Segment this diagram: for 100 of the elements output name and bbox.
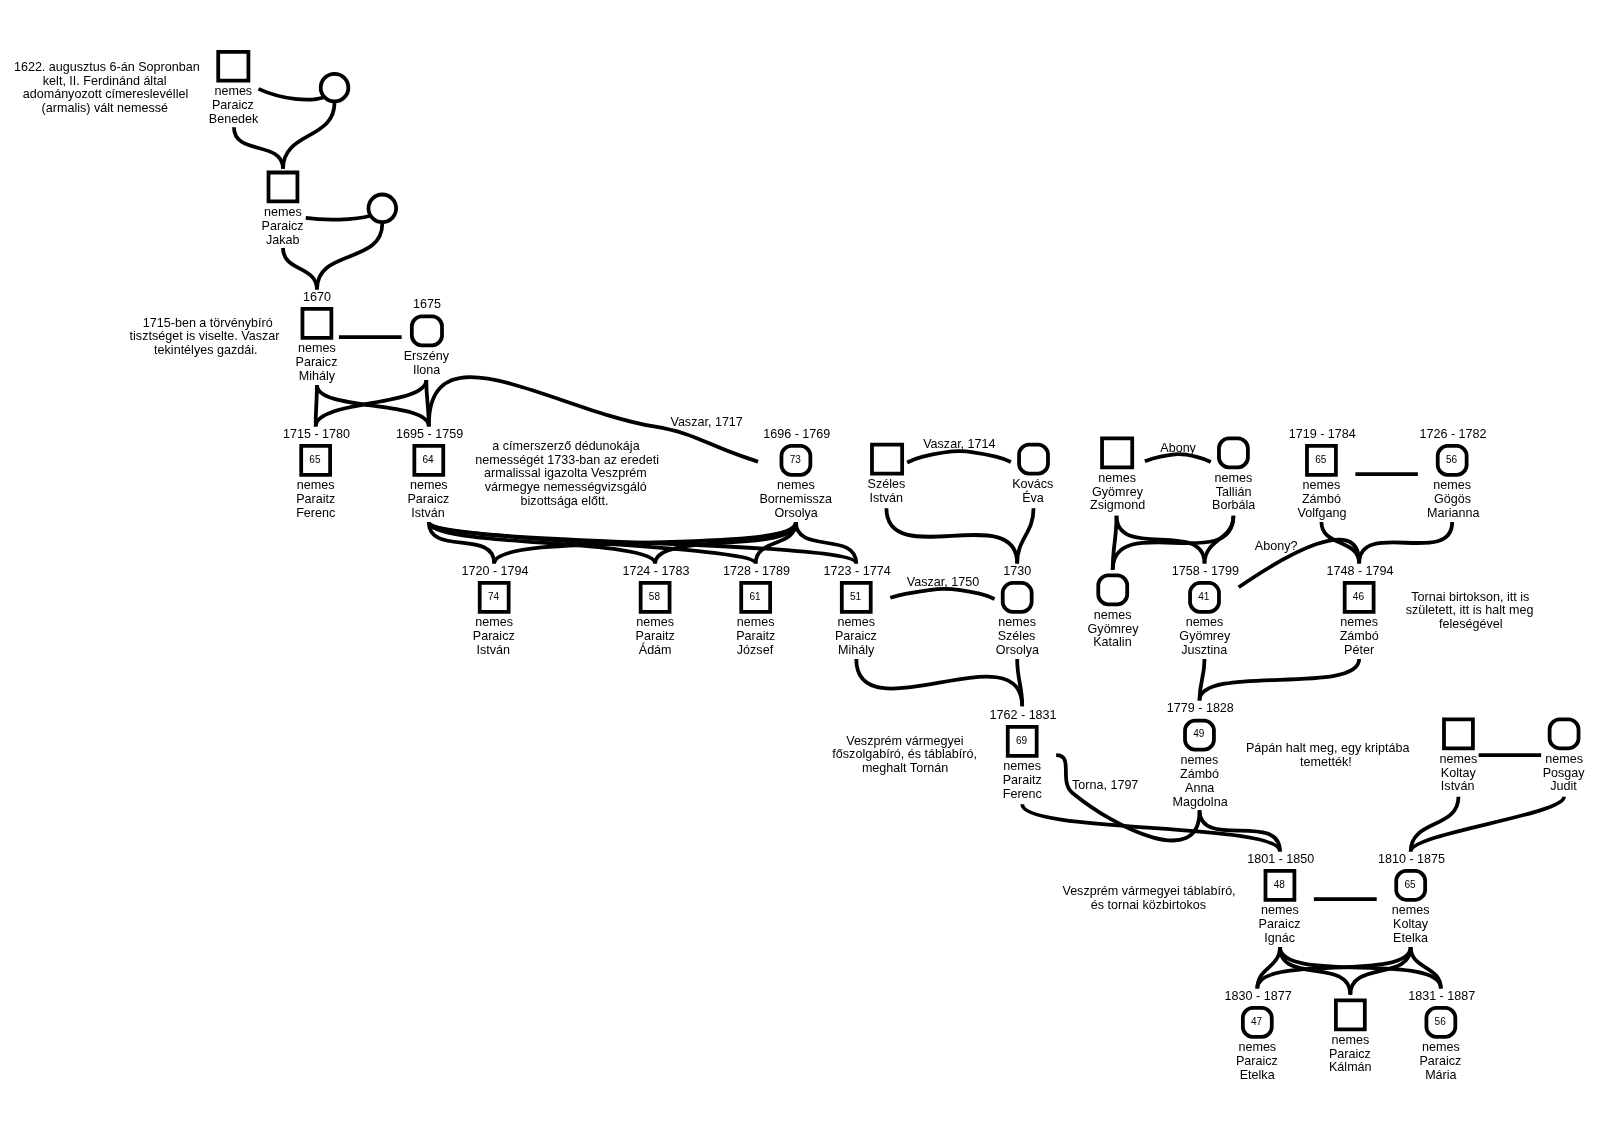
node-label: nemes Paraicz István <box>472 614 515 657</box>
edge-label: Vaszar, 1714 <box>923 436 996 451</box>
node-label: Tornai birtokson, itt is született, itt is halt meg feleségével <box>1405 589 1534 631</box>
node-label: nemes Tallián Borbála <box>1212 470 1256 512</box>
node-label: nemes Paraitz Ádám <box>635 614 675 657</box>
connector <box>281 102 337 169</box>
node-label: nemes Paraitz Ferenc <box>296 477 336 520</box>
node-label: 1726 - 1782 <box>1419 426 1487 441</box>
node-box <box>1100 436 1135 469</box>
node-label: 1719 - 1784 <box>1288 426 1356 441</box>
node-label: 1762 - 1831 <box>989 707 1057 722</box>
connector <box>338 334 402 339</box>
node-label: nemes Paraicz Mihály <box>295 340 338 383</box>
node-label: Erszény Ilona <box>403 348 450 377</box>
node-box <box>216 49 251 83</box>
connector <box>884 507 1020 564</box>
node-box-text: 61 <box>739 580 773 614</box>
node-label: 1728 - 1789 <box>723 563 791 578</box>
edge-label: Abony <box>1160 440 1196 455</box>
node-box <box>266 170 300 203</box>
connector <box>305 213 371 221</box>
connector <box>1015 658 1025 706</box>
node-label: nemes Koltay István <box>1439 751 1478 793</box>
connector <box>1114 514 1207 564</box>
node-label: nemes Zámbó Péter <box>1339 614 1379 657</box>
connector <box>1015 507 1036 564</box>
connector <box>1355 471 1418 476</box>
node-label: Veszprém vármegyei főszolgabíró, és táblabíró, meghalt Tornán <box>832 733 977 775</box>
node-label: nemes Koltay Etelka <box>1391 902 1430 945</box>
connector <box>426 375 759 463</box>
edge-label: Vaszar, 1750 <box>906 574 980 589</box>
node-label: nemes Paraicz Mihály <box>834 614 877 657</box>
node-label: 1730 <box>1003 563 1032 578</box>
connector <box>1020 802 1282 853</box>
node-box-text: 46 <box>1342 580 1376 614</box>
node-label: nemes Paraitz Ferenc <box>1002 758 1042 801</box>
node-box-text: 74 <box>477 580 511 614</box>
connector <box>1202 515 1236 564</box>
node-label: nemes Paraicz Mária <box>1419 1039 1462 1082</box>
node-label: nemes Gyömrey Katalin <box>1087 607 1139 649</box>
node-box: 51 <box>839 580 873 614</box>
node-label: 1622. augusztus 6-án Sopronban kelt, II. Ferdinánd által adományozott címereslevéllel (armalis) vált nemessé <box>13 59 200 115</box>
node-label: nemes Zámbó Anna Magdolna <box>1172 752 1228 808</box>
node-label: nemes Paraitz József <box>736 614 776 657</box>
connector <box>1313 896 1377 901</box>
connector <box>854 658 1025 707</box>
node-circle <box>318 71 351 103</box>
node-label: 1715 - 1780 <box>282 426 351 441</box>
node-label: nemes Gyömrey Zsigmond <box>1090 470 1146 512</box>
node-label: Veszprém vármegyei táblabíró, és tornai közbirtokos <box>1062 883 1236 912</box>
node-label: a címerszerző dédunokája nemességét 1733-ban az eredeti armalissal igazolta Veszprém vármegye nemességvizsgáló bizottsága előtt. <box>475 438 660 508</box>
node-label: Kovács Éva <box>1012 476 1054 505</box>
node-label: nemes Zámbó Volfgang <box>1297 477 1347 520</box>
connector <box>1110 514 1236 570</box>
connector <box>1197 657 1361 701</box>
node-label: 1715-ben a törvénybíró tisztséget is viselte. Vaszar tekintélyes gazdái. <box>129 315 280 357</box>
node-box-text: 58 <box>638 580 672 614</box>
connector <box>1348 946 1413 995</box>
node-label: 1758 - 1799 <box>1171 563 1239 578</box>
connector <box>315 222 385 290</box>
node-label: 1801 - 1850 <box>1247 851 1315 866</box>
edge-label: Torna, 1797 <box>1072 777 1139 792</box>
node-box-text: 64 <box>412 443 446 477</box>
connector <box>424 379 431 426</box>
connector <box>426 521 497 564</box>
node-label: nemes Paraicz Etelka <box>1235 1039 1278 1082</box>
node-label: nemes Posgay Judit <box>1542 751 1585 793</box>
node-label: 1695 - 1759 <box>396 426 464 441</box>
node-label: 1779 - 1828 <box>1166 700 1234 715</box>
connector <box>1278 945 1443 989</box>
node-label: nemes Bornemissza Orsolya <box>759 477 833 520</box>
connector <box>1408 795 1461 852</box>
node-label: nemes Gyömrey Jusztina <box>1179 614 1231 657</box>
node-label: 1723 - 1774 <box>823 563 891 578</box>
node-label: nemes Paraicz Kálmán <box>1328 1032 1372 1074</box>
node-box <box>1442 717 1475 750</box>
connector <box>794 521 859 564</box>
node-label: 1720 - 1794 <box>461 563 529 578</box>
node-label: Pápán halt meg, egy kriptába temették! <box>1246 740 1410 769</box>
connector <box>906 448 1012 464</box>
connector <box>427 519 858 565</box>
node-label: nemes Paraicz Benedek <box>208 83 259 126</box>
node-box <box>300 306 334 340</box>
node-label: 1830 - 1877 <box>1224 988 1292 1003</box>
node-box <box>870 442 905 475</box>
node-label: 1724 - 1783 <box>622 563 690 578</box>
node-label: nemes Paraicz Jakab <box>261 204 304 247</box>
connector <box>1144 451 1212 464</box>
connector <box>1409 795 1566 852</box>
node-label: nemes Széles Orsolya <box>995 614 1040 657</box>
node-label: nemes Paraicz Ignác <box>1258 902 1301 945</box>
node-label: 1831 - 1887 <box>1408 988 1476 1003</box>
node-box-text: 69 <box>1005 724 1039 758</box>
connector <box>889 586 996 601</box>
connector <box>1408 946 1443 989</box>
node-box: 48 <box>1263 868 1297 902</box>
node-label: 1748 - 1794 <box>1326 563 1394 578</box>
node-label: Széles István <box>867 476 906 505</box>
connector <box>1237 537 1361 589</box>
node-box <box>1334 998 1367 1031</box>
